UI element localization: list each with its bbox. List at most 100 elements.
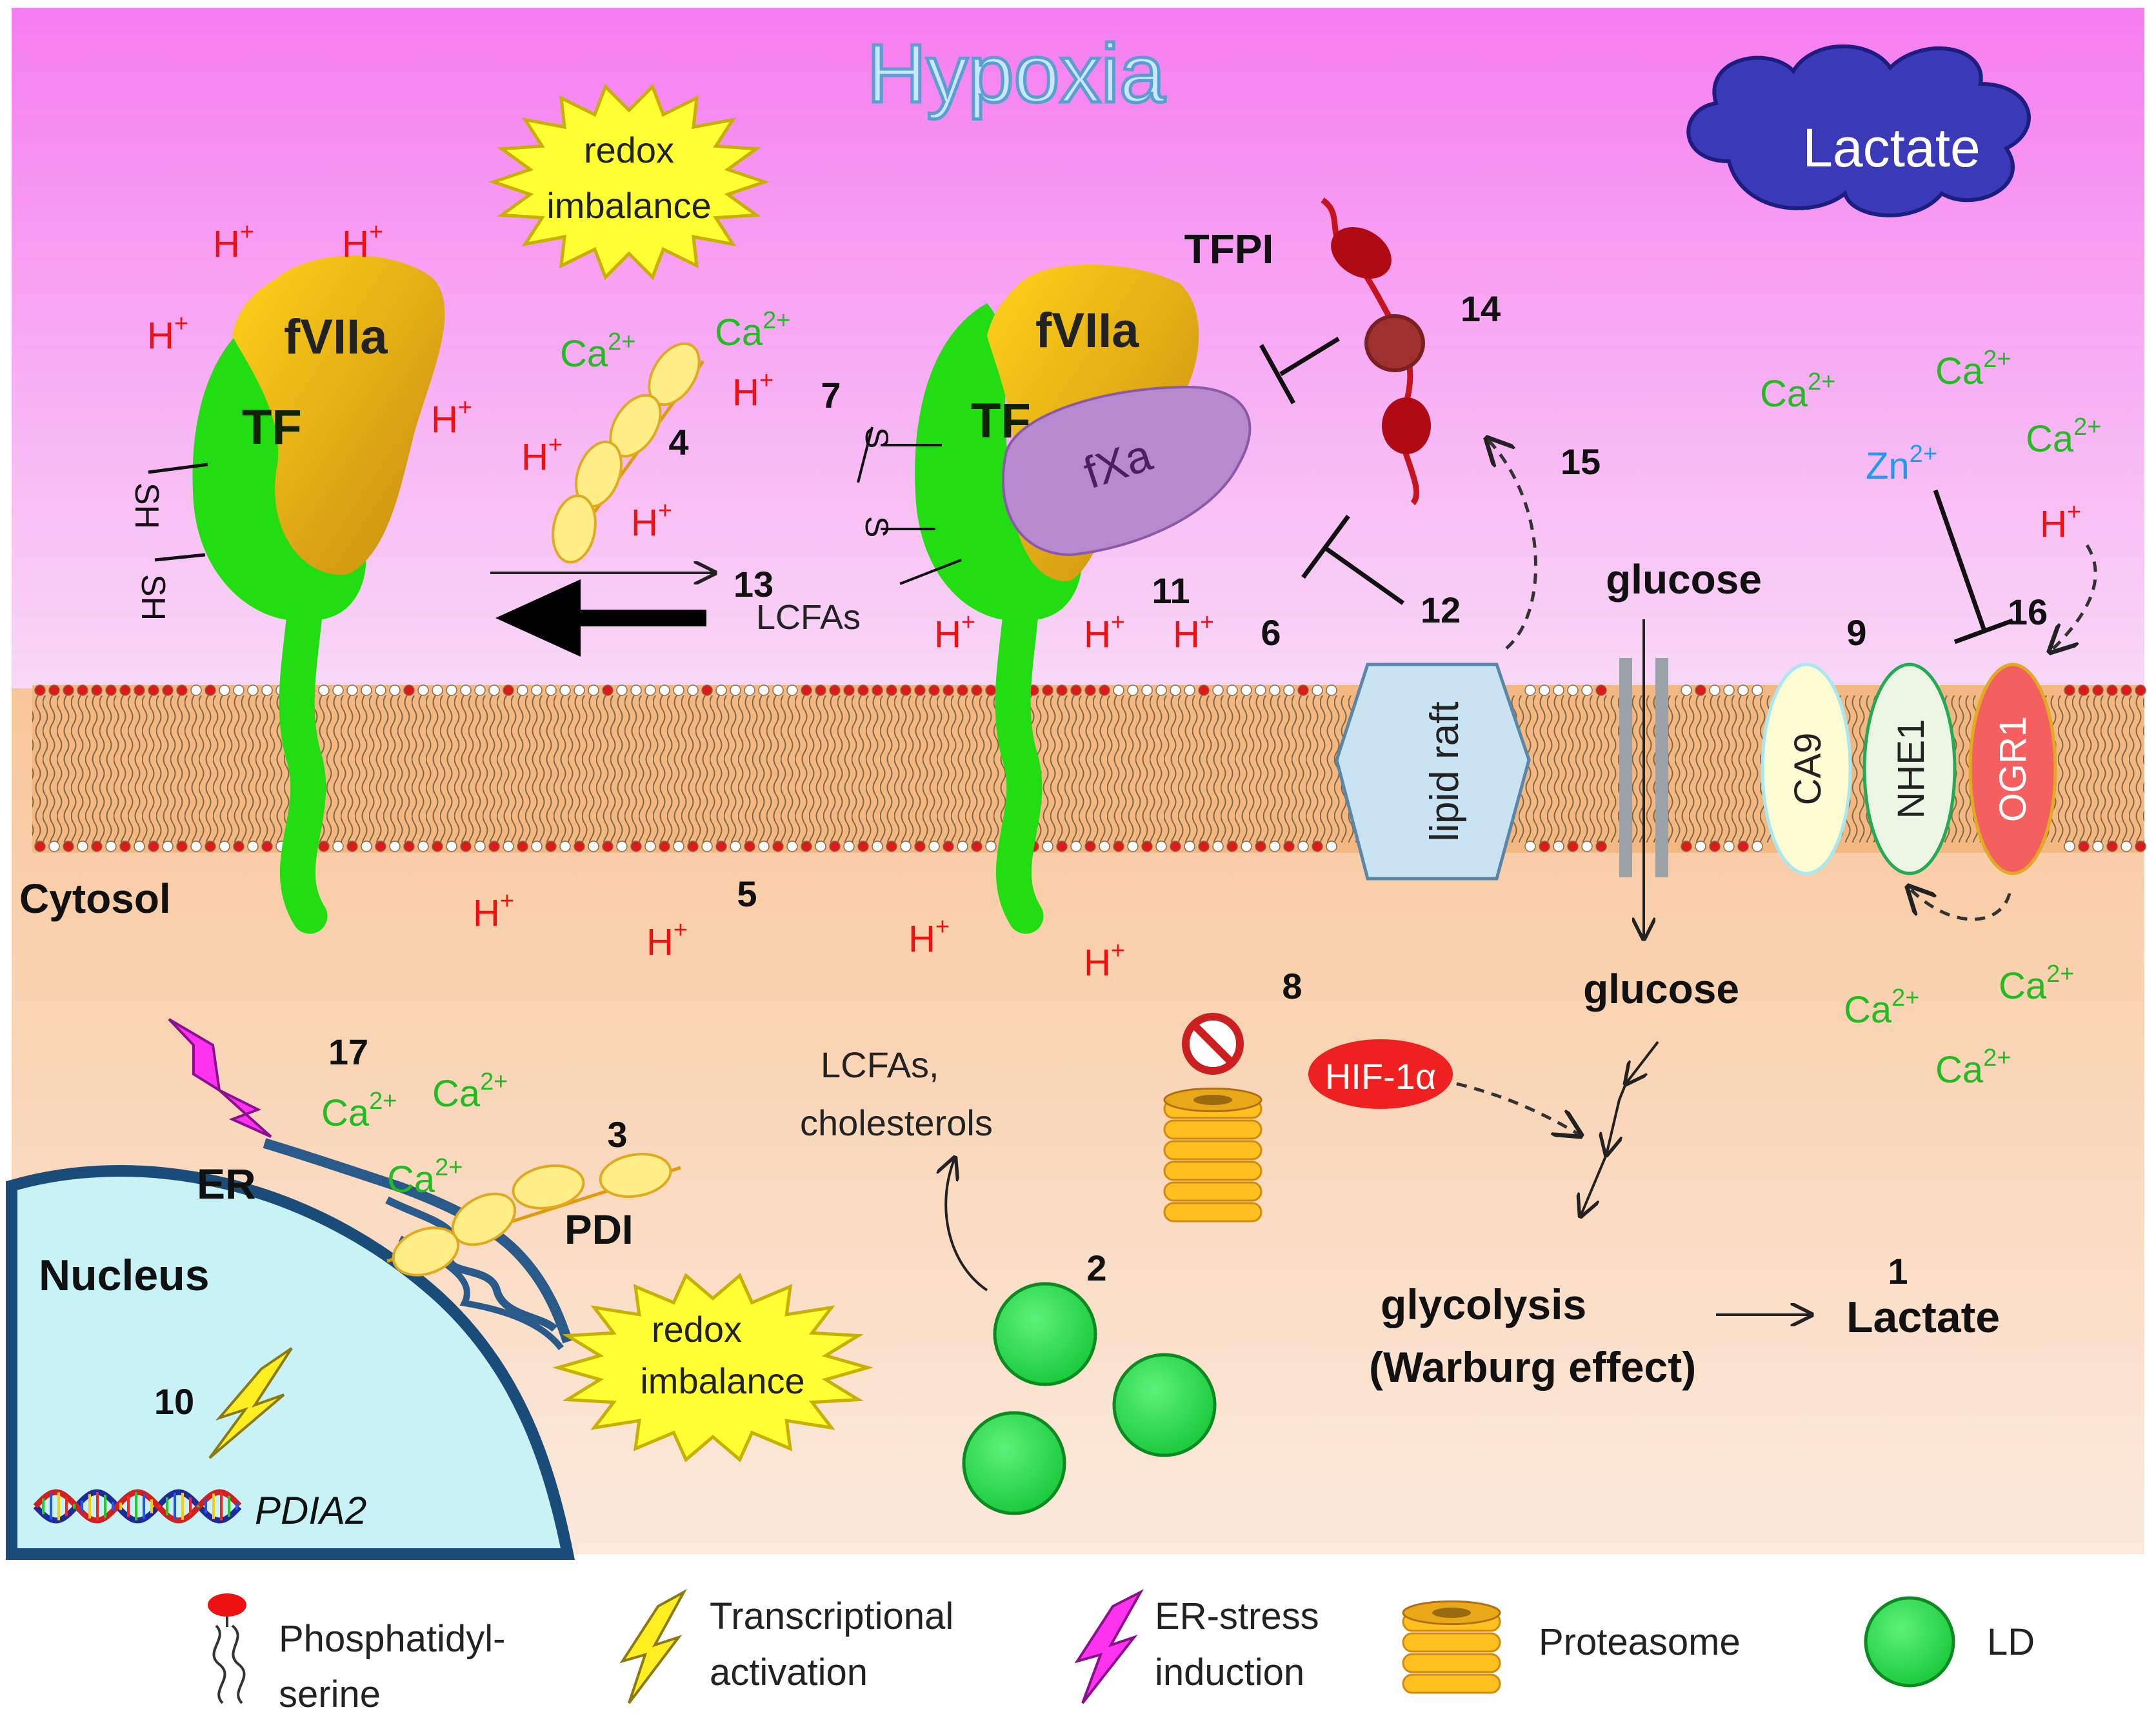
lactate-product-label: Lactate: [1846, 1293, 2000, 1342]
fviia-left-label: fVIIa: [284, 310, 388, 364]
legend-ta-line1: Transcriptional: [710, 1595, 953, 1637]
raft-tfpi-dashed-arrow: [1487, 439, 1538, 650]
legend-ld-label: LD: [1987, 1621, 2035, 1663]
raft-inhibition-line: [1324, 546, 1405, 605]
glycolysis-pathway: [1581, 1041, 1659, 1216]
ca9-label: CA9: [1787, 733, 1829, 806]
title-hypoxia: Hypoxia: [867, 28, 1166, 120]
marker-9: 9: [1846, 612, 1866, 653]
marker-17: 17: [328, 1032, 368, 1072]
proteasome-inhibited: [1163, 1013, 1263, 1222]
h-plus-ion: H+: [732, 367, 774, 414]
redox-bottom-line2: imbalance: [640, 1361, 804, 1401]
nucleus-label: Nucleus: [39, 1251, 210, 1300]
marker-7: 7: [821, 375, 841, 415]
marker-6: 6: [1261, 612, 1281, 653]
nucleus: [6, 1165, 575, 1560]
pdi-intracellular: [386, 1153, 681, 1277]
nhe1-transporter: NHE1: [1862, 663, 1957, 875]
er-stress-bolt: [168, 1018, 272, 1138]
redox-top-line1: redox: [584, 130, 674, 170]
lipid-droplet: [962, 1411, 1066, 1515]
fviia-left: [232, 255, 445, 575]
lipid-droplets: [962, 1282, 1217, 1515]
marker-12: 12: [1421, 590, 1461, 630]
lipid-droplet: [1112, 1353, 1217, 1457]
legend: Phosphatidyl- serine Transcriptional act…: [208, 1588, 2035, 1715]
s-label-1: S: [859, 427, 895, 448]
cytosol-label: Cytosol: [19, 875, 171, 922]
legend-background: [0, 1554, 2156, 1725]
lactate-cloud-label: Lactate: [1802, 117, 1981, 178]
legend-proteasome-label: Proteasome: [1539, 1621, 1741, 1663]
legend-ps-line2: serine: [279, 1673, 381, 1715]
sh-label-1: SH: [128, 483, 165, 529]
hif-label: HIF-1α: [1325, 1056, 1436, 1097]
tf-reduced-complex: TF fVIIa SH SH: [128, 255, 445, 934]
transcription-bolt: [208, 1347, 293, 1459]
glucose-transporter: [1619, 619, 1668, 939]
er-label: ER: [197, 1160, 256, 1208]
marker-15: 15: [1561, 441, 1601, 482]
dna-pdia2-gene: [33, 1489, 242, 1524]
tfpi-inhibition-line: [1279, 337, 1340, 376]
marker-14: 14: [1461, 288, 1501, 329]
ions-layer: H+H+H+H+H+H+H+H+H+H+H+H+H+H+H+Ca2+Ca2+Ca…: [147, 219, 2101, 1201]
hif-1a: HIF-1α: [1308, 1039, 1453, 1109]
calcium-ion: Ca2+: [1935, 346, 2011, 392]
marker-2: 2: [1086, 1248, 1106, 1288]
glycolysis-label: glycolysis: [1381, 1281, 1586, 1328]
s-label-2: S: [859, 516, 895, 537]
legend-er-stress-icon: [1074, 1589, 1144, 1704]
ca9-transporter: CA9: [1761, 663, 1852, 875]
marker-4: 4: [668, 422, 688, 463]
marker-10: 10: [154, 1381, 194, 1422]
legend-ta-line2: activation: [710, 1651, 868, 1693]
marker-16: 16: [2008, 592, 2048, 632]
lcfas-cholesterol-line2: cholesterols: [800, 1102, 993, 1143]
marker-3: 3: [607, 1114, 627, 1155]
equilibrium-arrows: [490, 573, 715, 657]
ogr1-receptor: OGR1: [1968, 663, 2057, 875]
sh-label-2: SH: [134, 574, 172, 621]
redox-imbalance-burst-top: redox imbalance: [488, 83, 770, 281]
tfpi: [1321, 197, 1431, 506]
legend-phosphatidylserine-icon: [208, 1593, 246, 1704]
calcium-ion: Ca2+: [1760, 368, 1835, 415]
marker-8: 8: [1282, 966, 1302, 1006]
redox-bottom-line1: redox: [652, 1309, 742, 1350]
redox-top-line2: imbalance: [546, 185, 711, 226]
lcfas-label: LCFAs: [756, 598, 861, 637]
ogr1-label: OGR1: [1992, 716, 2034, 822]
lipid-raft: lipid raft: [1335, 663, 1531, 881]
marker-11: 11: [1152, 570, 1190, 611]
h-plus-ion: H+: [431, 394, 472, 441]
legend-transcription-icon: [619, 1588, 688, 1704]
legend-er-line1: ER-stress: [1155, 1595, 1319, 1637]
h-plus-ion: H+: [213, 219, 254, 265]
gene-label: PDIA2: [255, 1489, 366, 1532]
legend-proteasome-icon: [1402, 1600, 1501, 1694]
h-plus-ion: H+: [342, 219, 383, 265]
lipid-droplet: [993, 1282, 1097, 1386]
legend-er-line2: induction: [1155, 1651, 1304, 1693]
fxa: [1001, 385, 1252, 557]
membrane-inner-heads: [34, 841, 2146, 852]
marker-1: 1: [1888, 1251, 1908, 1291]
tfpi-label: TFPI: [1184, 226, 1274, 272]
nhe1-label: NHE1: [1890, 719, 1932, 819]
legend-ps-line1: Phosphatidyl-: [279, 1618, 505, 1660]
glucose-extracellular: glucose: [1606, 556, 1762, 603]
lactate-cloud: Lactate: [1686, 44, 2031, 217]
lcfas-cholesterol-line1: LCFAs,: [821, 1044, 939, 1085]
fviia-right-label: fVIIa: [1035, 303, 1139, 358]
marker-5: 5: [737, 873, 757, 914]
tf-right-label: TF: [971, 394, 1031, 448]
zinc-ion: Zn2+: [1866, 441, 1937, 487]
redox-imbalance-burst-bottom: redox imbalance: [552, 1273, 874, 1462]
tf-left-label: TF: [242, 400, 302, 455]
legend-ld-icon: [1864, 1596, 1955, 1688]
lipid-raft-label: lipid raft: [1422, 701, 1467, 841]
